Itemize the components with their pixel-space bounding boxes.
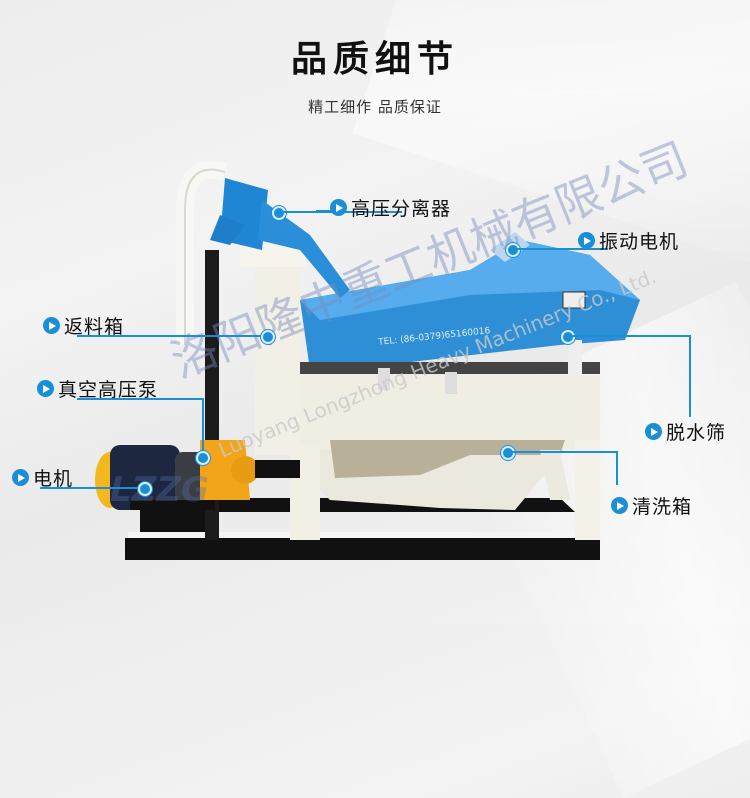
callout-dot-return-box[interactable] xyxy=(261,330,275,344)
callout-dewatering-screen[interactable]: 脱水筛 xyxy=(645,418,726,445)
callout-label: 电机 xyxy=(33,468,74,490)
callout-line xyxy=(571,335,691,337)
callout-line xyxy=(40,487,140,489)
callout-dot-washing-box[interactable] xyxy=(501,446,515,460)
callout-line xyxy=(516,248,608,250)
callout-dot-hydrocyclone[interactable] xyxy=(272,206,286,220)
callout-label: 振动电机 xyxy=(599,231,680,253)
callout-dot-motor[interactable] xyxy=(138,482,152,496)
callout-line xyxy=(616,451,618,485)
play-icon xyxy=(330,199,347,216)
callout-return-box[interactable]: 返料箱 xyxy=(43,312,124,339)
callout-line xyxy=(77,335,262,337)
play-icon xyxy=(43,317,60,334)
callout-line xyxy=(77,398,204,400)
play-icon xyxy=(12,469,29,486)
sand-washing-machine-illustration xyxy=(95,160,640,560)
callout-line xyxy=(202,398,204,453)
callout-motor[interactable]: 电机 xyxy=(12,464,73,491)
dewatering-screen xyxy=(300,232,640,394)
callout-line xyxy=(689,335,691,417)
callout-vacuum-pump[interactable]: 真空高压泵 xyxy=(37,375,158,402)
motor-pump-unit xyxy=(95,440,300,510)
washing-box xyxy=(240,245,600,540)
play-icon xyxy=(611,497,628,514)
callout-hydrocyclone[interactable]: 高压分离器 xyxy=(330,194,451,221)
hydrocyclone xyxy=(176,160,350,345)
play-icon xyxy=(645,423,662,440)
watermark-logo: LZZG xyxy=(110,470,209,510)
callout-label: 高压分离器 xyxy=(351,198,452,220)
play-icon xyxy=(578,232,595,249)
callout-label: 返料箱 xyxy=(64,316,125,338)
callout-washing-box[interactable]: 清洗箱 xyxy=(611,492,692,519)
play-icon xyxy=(37,380,54,397)
callout-label: 清洗箱 xyxy=(632,496,693,518)
page-subtitle: 精工细作 品质保证 xyxy=(308,98,442,116)
callout-dot-vibration-motor[interactable] xyxy=(506,243,520,257)
callout-line xyxy=(511,451,618,453)
callout-vibration-motor[interactable]: 振动电机 xyxy=(578,227,679,254)
callout-label: 脱水筛 xyxy=(666,422,727,444)
callout-label: 真空高压泵 xyxy=(58,379,159,401)
page-title: 品质细节 xyxy=(290,38,459,80)
callout-dot-dewatering-screen[interactable] xyxy=(561,330,575,344)
callout-dot-vacuum-pump[interactable] xyxy=(196,451,210,465)
